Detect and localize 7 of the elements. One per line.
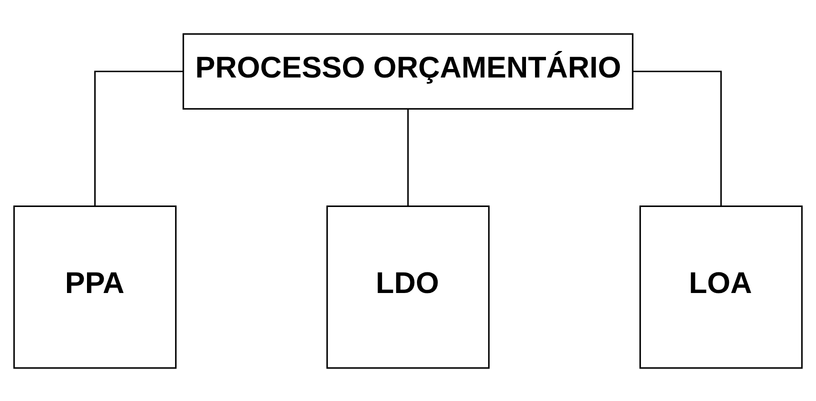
node-box: PROCESSO ORÇAMENTÁRIO xyxy=(182,32,634,110)
node-box: LOA xyxy=(639,205,803,368)
connector xyxy=(633,70,722,206)
node-box: LDO xyxy=(326,205,490,368)
connector xyxy=(94,70,183,206)
node-box: PPA xyxy=(13,205,177,368)
connector xyxy=(407,108,409,206)
